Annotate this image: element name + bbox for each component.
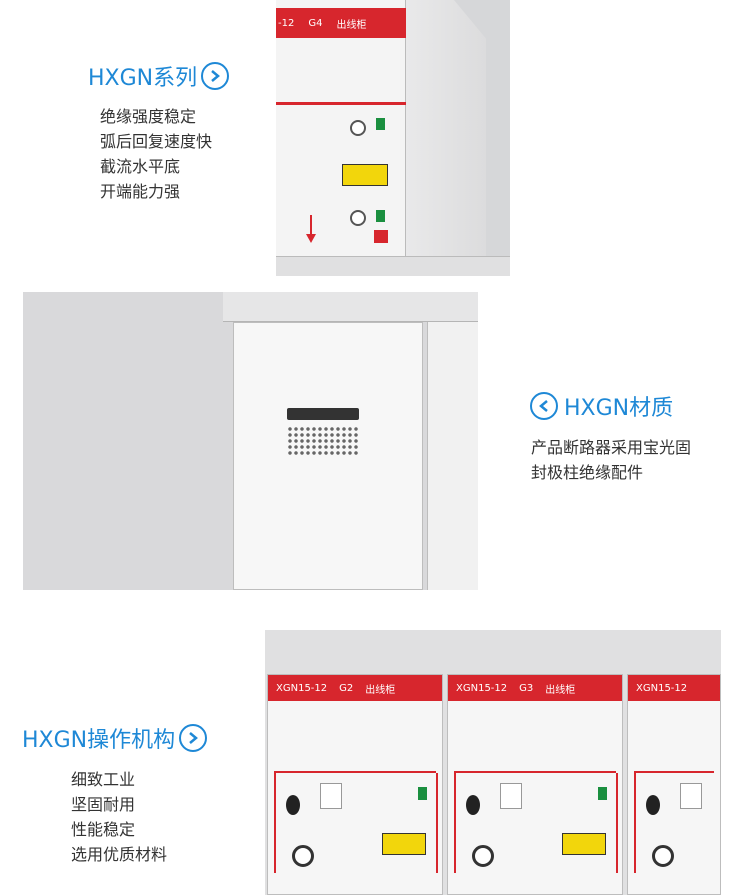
cabinet-code: -12 — [278, 17, 295, 29]
red-indicator-line — [310, 215, 312, 237]
cabinet-door — [233, 322, 423, 590]
cabinet-unit: G4 — [308, 17, 323, 29]
cabinet-top-frame — [223, 292, 478, 322]
cabinet-row-photo: XGN15-12 G2 出线柜 XGN15-12 G3 出线柜 XGN15-12 — [265, 630, 721, 895]
cabinet-side-panel — [406, 0, 486, 276]
chevron-right-icon[interactable] — [179, 724, 208, 752]
chevron-right-icon[interactable] — [201, 62, 230, 90]
red-indicator-line — [436, 773, 438, 873]
red-indicator-line — [274, 771, 436, 773]
green-indicator — [598, 787, 607, 800]
feature-line: 弧后回复速度快 — [100, 132, 213, 151]
cabinet-closeup-photo — [23, 292, 478, 590]
cabinet-code: XGN15-12 — [276, 682, 328, 694]
cabinet-label: 出线柜 — [365, 684, 396, 696]
cabinet-adjacent-panel — [427, 322, 478, 590]
cabinet-front-panel: -12 G4 出线柜 — [276, 0, 406, 276]
cabinet-label: 出线柜 — [336, 19, 367, 31]
feature-line: 开端能力强 — [100, 182, 181, 201]
selector-knob — [350, 120, 366, 136]
feature-line: 截流水平底 — [100, 157, 181, 176]
feature-line: 性能稳定 — [71, 820, 136, 839]
down-arrow-icon — [306, 234, 316, 243]
warning-plate — [562, 833, 606, 855]
red-indicator-line — [634, 771, 714, 773]
red-indicator-line — [454, 773, 456, 873]
feature-line: 坚固耐用 — [71, 795, 136, 814]
section-2-title-text: HXGN材质 — [564, 396, 674, 421]
cabinet-header-strip: -12 G4 出线柜 — [276, 8, 406, 38]
green-indicator — [376, 210, 385, 222]
cabinet-header-strip: XGN15-12 — [628, 675, 720, 701]
cabinet-label: 出线柜 — [545, 684, 576, 696]
cabinet-base — [276, 256, 510, 276]
feature-line: 细致工业 — [71, 770, 136, 789]
instruction-label — [500, 783, 522, 809]
door-handle — [287, 408, 359, 420]
section-2-title: HXGN材质 — [530, 390, 673, 422]
selector-knob — [350, 210, 366, 226]
section-2-features: 产品断路器采用宝光固 封极柱绝缘配件 — [531, 435, 691, 485]
gauge-icon — [652, 845, 674, 867]
viewing-window — [466, 795, 480, 815]
cabinet-unit-panel: XGN15-12 G2 出线柜 — [267, 674, 443, 895]
cabinet-unit: G2 — [339, 682, 354, 694]
red-indicator-line — [454, 771, 616, 773]
section-1-title-text: HXGN系列 — [88, 66, 198, 91]
feature-line: 产品断路器采用宝光固 — [531, 438, 692, 457]
section-3-title: HXGN操作机构 — [22, 722, 208, 754]
red-indicator-line — [276, 102, 406, 105]
green-indicator — [376, 118, 385, 130]
warning-plate — [382, 833, 426, 855]
warning-plate — [342, 164, 388, 186]
viewing-window — [646, 795, 660, 815]
red-indicator-line — [274, 773, 276, 873]
section-3-features: 细致工业 坚固耐用 性能稳定 选用优质材料 — [71, 767, 167, 867]
cabinet-header-strip: XGN15-12 G3 出线柜 — [448, 675, 622, 701]
red-indicator-line — [634, 773, 636, 873]
section-1-features: 绝缘强度稳定 弧后回复速度快 截流水平底 开端能力强 — [100, 104, 212, 204]
green-indicator — [418, 787, 427, 800]
instruction-label — [680, 783, 702, 809]
feature-line: 选用优质材料 — [71, 845, 168, 864]
cabinet-header-strip: XGN15-12 G2 出线柜 — [268, 675, 442, 701]
section-1-title: HXGN系列 — [88, 60, 230, 92]
cabinet-unit: G3 — [519, 682, 534, 694]
cabinet-code: XGN15-12 — [456, 682, 508, 694]
red-indicator-line — [616, 773, 618, 873]
chevron-left-icon[interactable] — [530, 392, 558, 420]
feature-line: 封极柱绝缘配件 — [531, 463, 644, 482]
section-3-title-text: HXGN操作机构 — [22, 728, 176, 753]
vent-grille — [287, 426, 359, 456]
cabinet-unit-panel: XGN15-12 — [627, 674, 721, 895]
red-button — [374, 230, 388, 243]
cabinet-unit-panel: XGN15-12 G3 出线柜 — [447, 674, 623, 895]
instruction-label — [320, 783, 342, 809]
gauge-icon — [472, 845, 494, 867]
viewing-window — [286, 795, 300, 815]
gauge-icon — [292, 845, 314, 867]
cabinet-code: XGN15-12 — [636, 682, 688, 694]
feature-line: 绝缘强度稳定 — [100, 107, 197, 126]
cabinet-side-photo: -12 G4 出线柜 — [276, 0, 510, 276]
